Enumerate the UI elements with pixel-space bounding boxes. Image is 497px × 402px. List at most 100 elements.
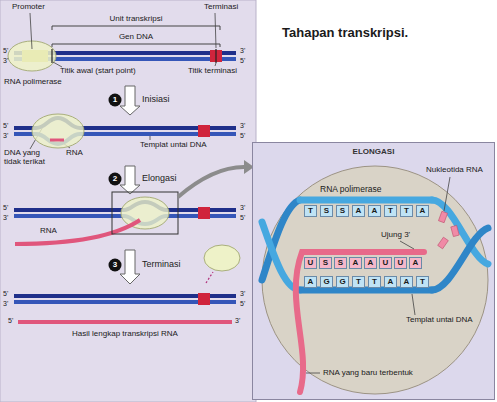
dna-initiation — [198, 125, 210, 137]
diagram-label: Gen DNA — [119, 33, 153, 42]
base-letter: A — [368, 205, 381, 217]
dna-strand — [262, 200, 300, 280]
dna-strand — [300, 197, 432, 204]
base-letter: A — [416, 205, 429, 217]
leader-line — [444, 177, 450, 211]
step-number: 2 — [108, 172, 122, 186]
diagram-label: Titik terminasi — [188, 67, 237, 76]
dna-elongation — [14, 160, 254, 244]
diagram-label: 3' — [3, 300, 8, 308]
base-letter: S — [320, 205, 333, 217]
base-letter: T — [400, 205, 413, 217]
diagram-label: 5' — [3, 122, 8, 130]
base-letter: A — [364, 257, 377, 269]
diagram-label: 3' — [235, 317, 240, 325]
step-name: Terminasi — [142, 260, 181, 270]
diagram-label: 5' — [3, 204, 8, 212]
diagram-label: 5' — [240, 132, 245, 140]
dna-initiation — [32, 114, 84, 148]
released-polymerase — [206, 272, 213, 283]
leader-line — [150, 136, 151, 140]
step-number: 1 — [108, 93, 122, 107]
leader-line — [306, 373, 320, 374]
dna-strand — [432, 200, 488, 264]
diagram-label: Titik awal (start point) — [60, 67, 136, 76]
base-letter: A — [352, 205, 365, 217]
leader-line — [215, 13, 216, 48]
base-letter: G — [336, 276, 349, 288]
base-letter: A — [384, 276, 397, 288]
diagram-label: 5' — [8, 317, 13, 325]
dna-elongation — [112, 192, 178, 234]
left-panel — [0, 0, 256, 402]
diagram-label: 3' — [240, 290, 245, 298]
base-letter: A — [409, 257, 422, 269]
base-letter: U — [394, 257, 407, 269]
polymerase-shape — [262, 166, 488, 394]
step-circle-shape — [109, 259, 122, 272]
base-letter: S — [334, 257, 347, 269]
diagram-label: DNA yang tidak terikat — [4, 149, 52, 167]
dna-strand — [262, 222, 300, 290]
dna-termination — [18, 320, 232, 324]
leader-line — [30, 13, 32, 49]
diagram-label: 3' — [3, 57, 8, 65]
base-letter: S — [336, 205, 349, 217]
rna-nucleotide — [438, 237, 449, 249]
left-panel — [0, 0, 256, 402]
diagram-label: 3' — [240, 204, 245, 212]
diagram-label: Terminasi — [204, 3, 238, 12]
diagram-label: RNA — [66, 149, 83, 158]
diagram-label: 5' — [240, 214, 245, 222]
leader-line — [400, 241, 414, 249]
step-name: Inisiasi — [142, 95, 170, 105]
base-letter: U — [304, 257, 317, 269]
gene-dna — [210, 50, 222, 62]
diagram-label: 3' — [3, 214, 8, 222]
dna-elongation — [198, 207, 210, 219]
diagram-label: 5' — [3, 290, 8, 298]
gene-dna — [52, 26, 220, 30]
dna-elongation — [121, 197, 169, 229]
step-arrow — [120, 166, 140, 194]
base-letter: G — [320, 276, 333, 288]
step-arrow — [120, 86, 140, 284]
diagram-label: 5' — [3, 47, 8, 55]
diagram-label: 5' — [240, 300, 245, 308]
dna-strand — [432, 228, 488, 290]
gene-dna — [8, 26, 236, 71]
node-heading: ELONGASI — [253, 148, 494, 157]
gene-dna — [51, 49, 52, 63]
base-letter: A — [400, 276, 413, 288]
step-arrow — [120, 86, 140, 115]
step-circle-shape — [109, 173, 122, 186]
dna-initiation — [50, 139, 64, 142]
step-arrow — [120, 250, 140, 284]
dna-termination — [14, 293, 236, 322]
diagram-label: 3' — [240, 122, 245, 130]
base-letter: T — [304, 205, 317, 217]
dna-strand — [300, 287, 432, 294]
leader-line — [306, 177, 450, 373]
base-letter: T — [416, 276, 429, 288]
new-rna-strand — [296, 252, 424, 392]
gene-dna — [52, 44, 220, 47]
base-letter: T — [368, 276, 381, 288]
diagram-label: 3' — [240, 47, 245, 55]
diagram-label: Unit transkripsi — [110, 15, 163, 24]
rna-nucleotide — [451, 225, 459, 236]
node-heading: RNA polimerase — [319, 185, 382, 194]
diagram-label: Nukleotida RNA — [425, 166, 484, 175]
base-letter: A — [349, 257, 362, 269]
base-letter: A — [304, 276, 317, 288]
released-polymerase — [204, 245, 240, 283]
diagram-label: Promoter — [12, 3, 45, 12]
diagram-label: 5' — [240, 57, 245, 65]
dna-elongation — [178, 167, 246, 197]
step-name: Elongasi — [142, 174, 177, 184]
step-circle: 2Elongasi — [108, 172, 122, 186]
diagram-label: RNA polimerase — [4, 78, 62, 87]
diagram-label: RNA — [40, 227, 57, 236]
